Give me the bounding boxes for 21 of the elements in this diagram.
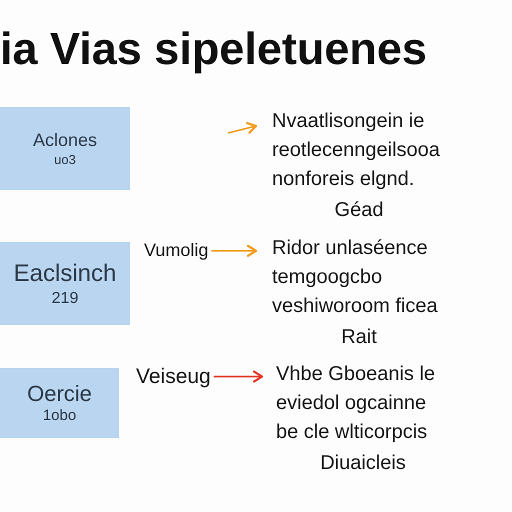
label-box [0, 368, 119, 438]
box-heading: Aclones [32, 129, 98, 152]
caption-text: Rait [341, 325, 377, 350]
description-text: Vhbe Gboeanis le eviedol ogcainne be cle wlticorpcis [276, 362, 436, 445]
description-text: Nvaatlisongein ie reotlecenngeilsooa nonforeis elgnd. [272, 109, 441, 192]
description-text: Ridor unlaséence temgoogcbo veshiworoom ficea [272, 236, 439, 319]
box-heading: Eaclsinch [14, 258, 116, 288]
label-box [0, 242, 130, 325]
arrow [228, 122, 258, 134]
caption-text: Diuaicleis [320, 451, 406, 476]
box-subtext: 1obo [42, 407, 76, 426]
title: ia Vias sipeletuenes [0, 26, 427, 71]
arrow-label: Vumolig [144, 240, 208, 262]
label-box [0, 107, 130, 190]
box-subtext: uo3 [54, 152, 76, 168]
arrow [214, 370, 264, 383]
box-subtext: 219 [52, 288, 78, 308]
box-heading: Oercie [27, 380, 92, 408]
arrow-label: Veiseug [136, 364, 211, 390]
caption-text: Géad [334, 198, 384, 223]
arrow [211, 244, 258, 257]
